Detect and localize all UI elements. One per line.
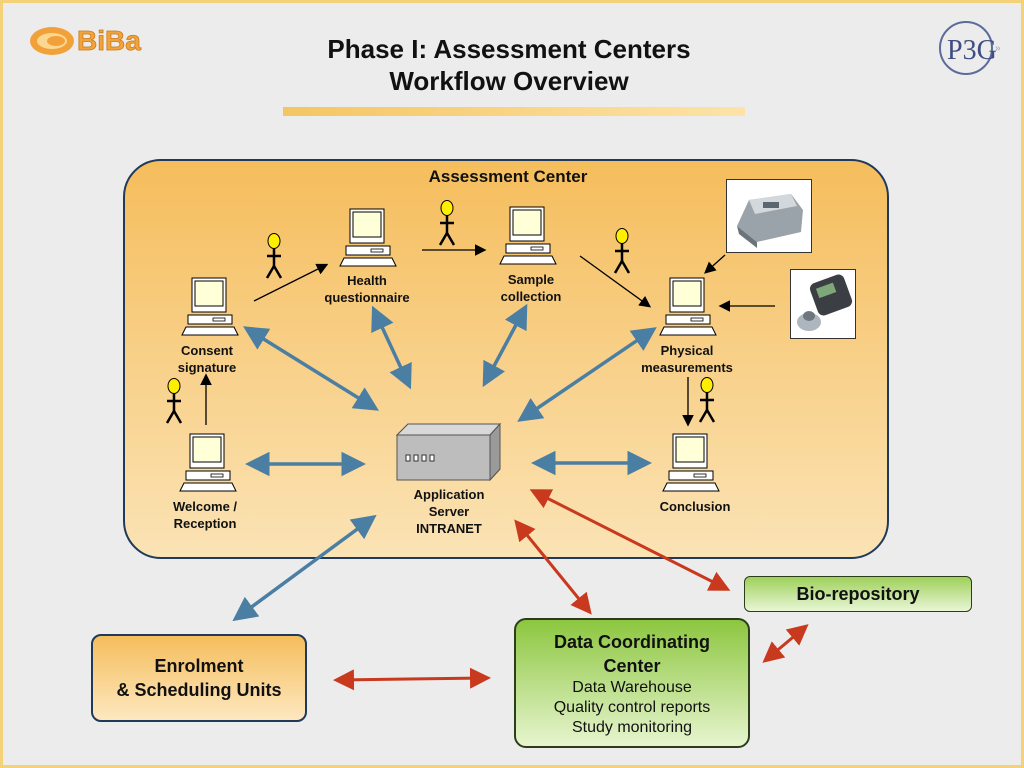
title-line2: Workflow Overview xyxy=(389,66,629,96)
arrow-health-server xyxy=(371,305,412,390)
conclusion-computer-icon xyxy=(662,433,720,492)
arrow-server-enrolment xyxy=(232,514,377,622)
arrow-server-dcc xyxy=(514,519,592,615)
title-line1: Phase I: Assessment Centers xyxy=(327,34,691,64)
dcc-item: Quality control reports xyxy=(553,699,711,716)
assessment-center-title: Assessment Center xyxy=(428,167,588,186)
dcc-item: Study monitoring xyxy=(571,719,693,736)
p3g-logo: P3G » xyxy=(939,21,1001,75)
person-icon xyxy=(698,377,716,423)
dcc-title-line2: Center xyxy=(603,656,661,676)
p3g-logo-text: P3G xyxy=(947,35,997,66)
arrow-dcc-biorepository xyxy=(762,624,809,663)
person-icon xyxy=(438,200,456,246)
arrow-sample-physical xyxy=(579,255,652,308)
arrow-consent-health xyxy=(253,263,329,302)
dcc-title-line1: Data Coordinating xyxy=(554,632,710,652)
biba-logo-text: BiBa xyxy=(77,25,141,56)
server-label: Application Server INTRANET xyxy=(413,487,485,536)
biba-logo: BiBa xyxy=(30,25,142,56)
sample-computer-icon xyxy=(499,206,557,265)
welcome-label: Welcome / Reception xyxy=(172,499,238,531)
health-computer-icon xyxy=(339,208,397,267)
arrow-enrolment-dcc xyxy=(333,667,491,691)
bio-impedance-device-image xyxy=(726,179,812,253)
person-icon xyxy=(613,228,631,274)
data-coordinating-center-box: Data Coordinating Center Data Warehouse … xyxy=(514,618,750,748)
page-title: Phase I: Assessment Centers Workflow Ove… xyxy=(203,33,815,97)
physical-computer-icon xyxy=(659,277,717,336)
bio-repository-label: Bio-repository xyxy=(796,583,920,604)
arrow-physical-server xyxy=(517,327,657,422)
person-icon xyxy=(165,378,183,424)
physical-label: Physical measurements xyxy=(641,343,733,375)
bio-repository-box: Bio-repository xyxy=(744,576,972,612)
consent-computer-icon xyxy=(181,277,239,336)
sample-label: Sample collection xyxy=(500,272,562,304)
svg-text:»: » xyxy=(995,43,1001,54)
arrow-consent-server xyxy=(243,326,379,411)
health-label: Health questionnaire xyxy=(324,273,410,305)
dcc-item: Data Warehouse xyxy=(572,679,692,696)
arrows-layer xyxy=(200,244,809,691)
arrow-sample-server xyxy=(482,303,528,388)
enrolment-scheduling-box: Enrolment & Scheduling Units xyxy=(91,634,307,722)
enrolment-line2: & Scheduling Units xyxy=(116,680,282,700)
application-server-icon xyxy=(396,423,502,481)
welcome-computer-icon xyxy=(179,433,237,492)
person-icon xyxy=(265,233,283,279)
arrow-server-biorepository xyxy=(529,489,731,591)
consent-label: Consent signature xyxy=(177,343,237,375)
enrolment-line1: Enrolment xyxy=(154,656,244,676)
handheld-device-image xyxy=(790,269,856,339)
title-underline xyxy=(283,107,745,116)
arrow-device1-physical xyxy=(704,254,726,274)
